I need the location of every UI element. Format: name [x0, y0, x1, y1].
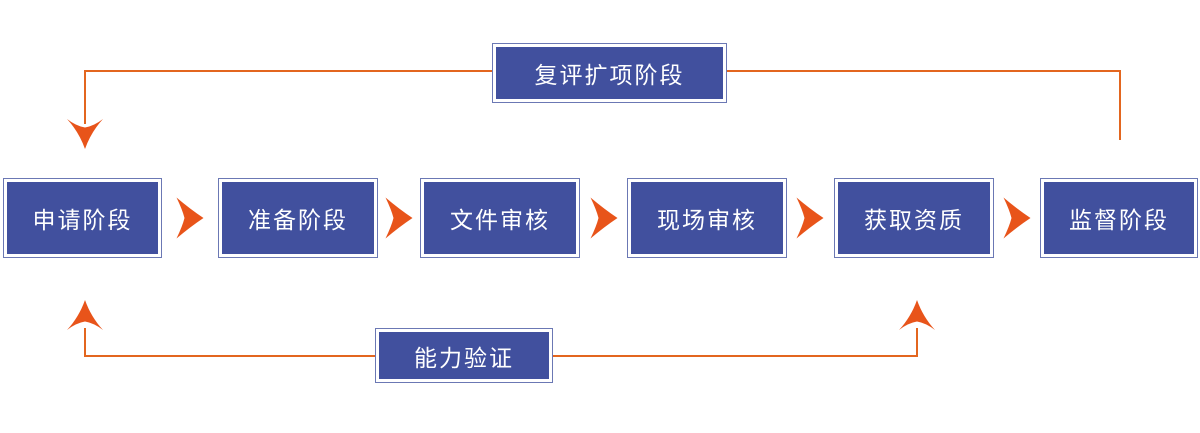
node-supervision-stage: 监督阶段	[1040, 178, 1198, 258]
node-fill: 现场审核	[631, 182, 783, 254]
node-fill: 文件审核	[424, 182, 576, 254]
stage-label: 获取资质	[864, 207, 964, 233]
node-preparation-stage: 准备阶段	[218, 178, 378, 258]
node-obtain-qualification: 获取资质	[834, 178, 994, 258]
stage-label: 现场审核	[657, 207, 757, 233]
top-loop-label: 复评扩项阶段	[534, 62, 685, 88]
bottom-loop-right-vertical-line	[916, 328, 918, 356]
chevron-right-icon	[1003, 197, 1031, 239]
node-document-review: 文件审核	[420, 178, 580, 258]
node-onsite-review: 现场审核	[627, 178, 787, 258]
node-capability-verification: 能力验证	[375, 328, 553, 383]
stage-label: 监督阶段	[1069, 207, 1169, 233]
node-fill: 准备阶段	[222, 182, 374, 254]
top-loop-right-vertical-line	[1119, 70, 1121, 140]
node-fill: 获取资质	[838, 182, 990, 254]
chevron-right-icon	[590, 197, 618, 239]
chevron-right-icon	[385, 197, 413, 239]
node-fill: 申请阶段	[7, 182, 158, 254]
chevron-right-icon	[796, 197, 824, 239]
node-fill: 能力验证	[379, 332, 549, 379]
stage-label: 准备阶段	[248, 207, 348, 233]
arrow-up-icon	[899, 300, 935, 331]
node-reassessment-expansion-stage: 复评扩项阶段	[492, 43, 727, 103]
node-application-stage: 申请阶段	[3, 178, 162, 258]
arrow-down-icon	[67, 119, 103, 150]
arrow-up-icon	[67, 300, 103, 331]
chevron-right-icon	[176, 197, 204, 239]
top-loop-left-vertical-line	[84, 70, 86, 124]
bottom-loop-left-vertical-line	[84, 328, 86, 356]
node-fill: 监督阶段	[1044, 182, 1194, 254]
node-fill: 复评扩项阶段	[496, 47, 723, 99]
bottom-loop-label: 能力验证	[414, 344, 514, 371]
stage-label: 文件审核	[450, 207, 550, 233]
stage-label: 申请阶段	[32, 207, 133, 233]
